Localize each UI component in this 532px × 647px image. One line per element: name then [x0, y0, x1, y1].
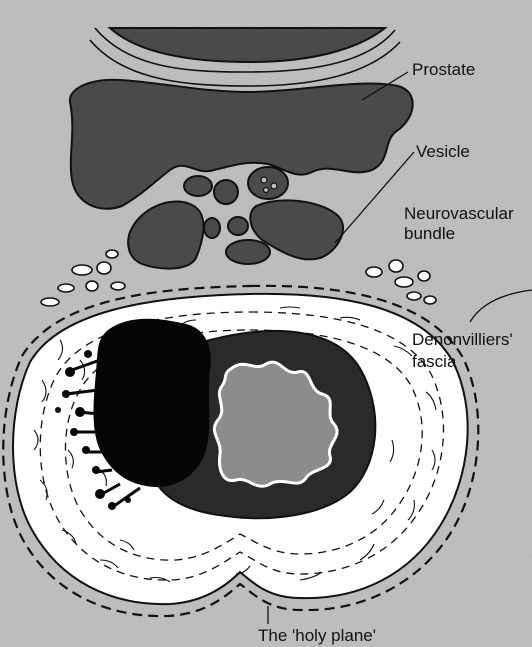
label-neurovascular: Neurovascular [404, 204, 514, 223]
label-prostate: Prostate [412, 60, 475, 79]
label-fascia: fascia [412, 352, 456, 371]
label-vesicle: Vesicle [416, 142, 470, 161]
label-bundle: bundle [404, 224, 455, 243]
label-holy-plane: The 'holy plane' [258, 626, 376, 645]
label-denonvilliers: Denonvilliers' [412, 330, 513, 349]
